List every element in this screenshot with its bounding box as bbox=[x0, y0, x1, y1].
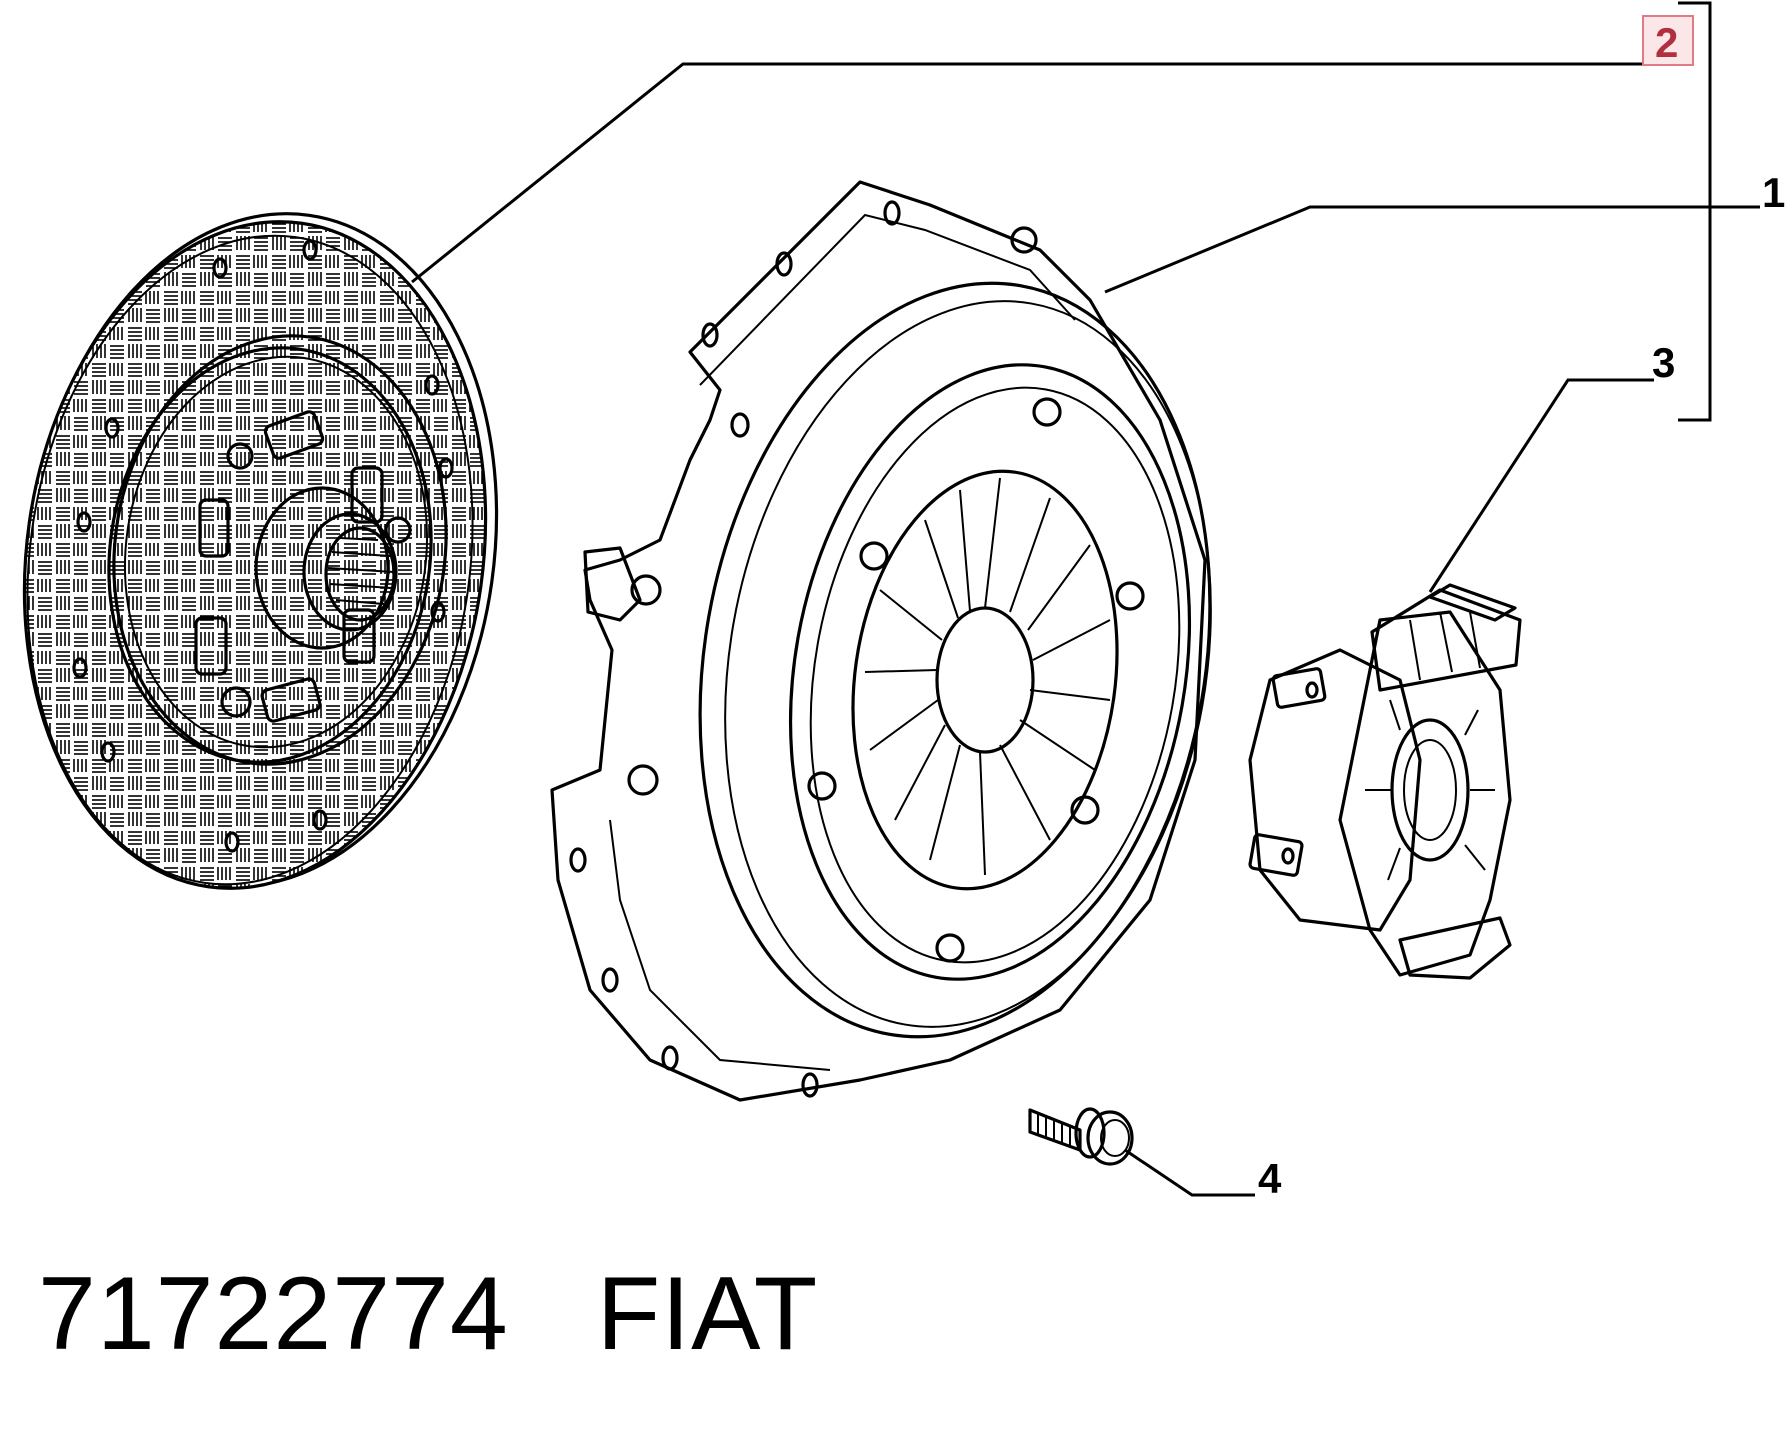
cover-bolt-holes bbox=[569, 200, 1038, 1098]
diaphragm-fingers bbox=[864, 477, 1111, 876]
callout-2[interactable]: 2 bbox=[1655, 19, 1678, 66]
damper-springs bbox=[194, 410, 384, 723]
callout-4[interactable]: 4 bbox=[1258, 1155, 1282, 1202]
callout-2-highlight-box bbox=[1642, 15, 1694, 66]
caption: 71722774 FIAT bbox=[38, 1255, 818, 1374]
leader-lines bbox=[411, 1, 1760, 1197]
brand-name: FIAT bbox=[596, 1256, 819, 1372]
release-bearing bbox=[1248, 583, 1522, 980]
part-number: 71722774 bbox=[38, 1256, 509, 1372]
bolt bbox=[1028, 1107, 1134, 1166]
callout-1[interactable]: 1 bbox=[1762, 169, 1785, 216]
pressure-plate bbox=[550, 180, 1212, 1102]
callout-3[interactable]: 3 bbox=[1652, 339, 1675, 386]
clutch-disc bbox=[10, 200, 510, 900]
